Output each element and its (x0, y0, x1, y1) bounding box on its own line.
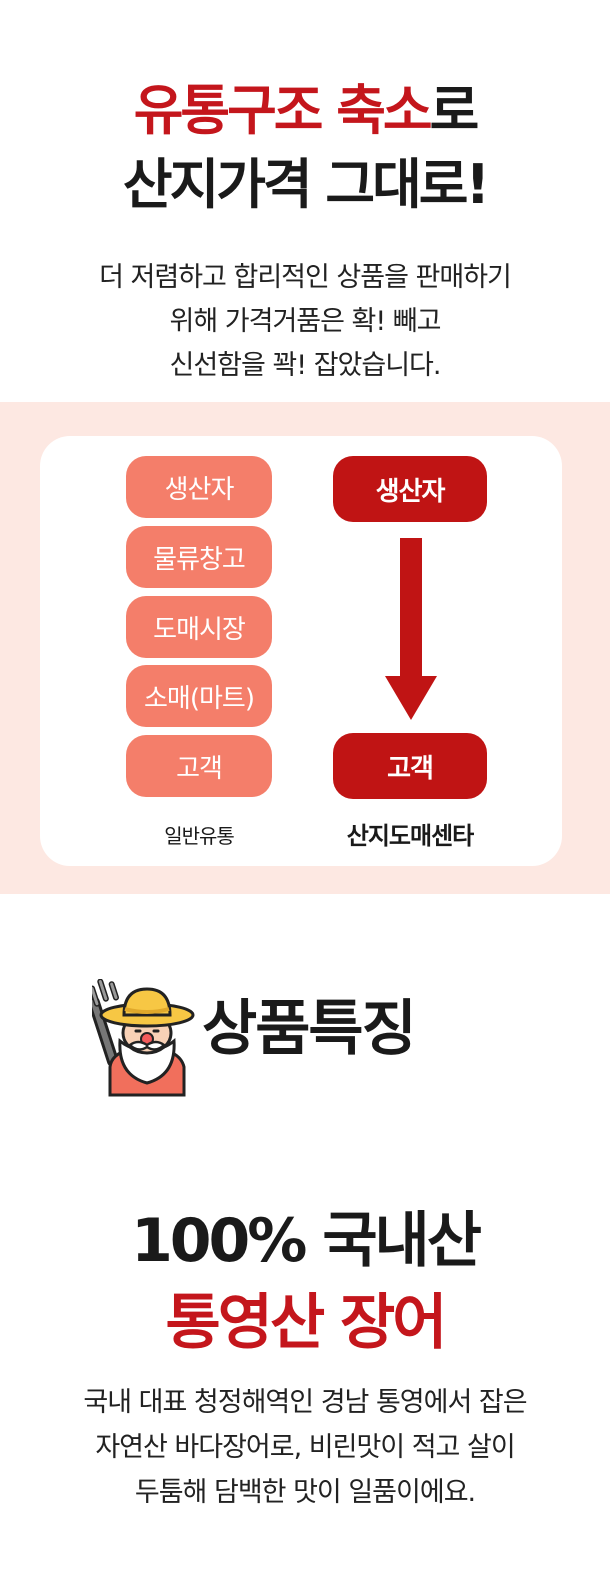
headline-red-text: 유통구조 축소 (133, 79, 433, 142)
intro-line: 더 저렴하고 합리적인 상품을 판매하기 (99, 262, 512, 293)
product-headline-2: 통영산 장어 (165, 1288, 448, 1358)
headline-line-1: 유통구조 축소로 (0, 78, 610, 144)
product-description: 국내 대표 청정해역인 경남 통영에서 잡은 자연산 바다장어로, 비린맛이 적… (0, 1380, 610, 1515)
feature-header: 상품특징 (90, 975, 530, 1105)
general-step-producer: 생산자 (126, 456, 272, 518)
product-desc-line: 국내 대표 청정해역인 경남 통영에서 잡은 (83, 1387, 527, 1418)
headline-black-text: 로 (429, 79, 480, 142)
headline-line-2: 산지가격 그대로! (122, 153, 490, 216)
direct-step-producer: 생산자 (333, 456, 487, 522)
intro-description: 더 저렴하고 합리적인 상품을 판매하기 위해 가격거품은 확! 빼고 신선함을… (0, 256, 610, 388)
farmer-mascot-icon (92, 979, 195, 1097)
direct-flow-label: 산지도매센타 (346, 822, 474, 850)
intro-line: 신선함을 꽉! 잡았습니다. (169, 350, 442, 381)
general-step-warehouse: 물류창고 (126, 526, 272, 588)
product-headline-1: 100% 국내산 (131, 1206, 482, 1276)
down-arrow-shaft (400, 538, 422, 678)
general-flow-label: 일반유통 (164, 824, 235, 848)
direct-step-customer: 고객 (333, 733, 487, 799)
general-step-wholesale: 도매시장 (126, 596, 272, 658)
intro-line: 위해 가격거품은 확! 빼고 (169, 306, 442, 337)
down-arrow-icon (385, 676, 437, 720)
general-step-retail: 소매(마트) (126, 665, 272, 727)
general-step-customer: 고객 (126, 735, 272, 797)
feature-title: 상품특징 (202, 994, 417, 1064)
product-desc-line: 자연산 바다장어로, 비린맛이 적고 살이 (95, 1432, 515, 1463)
product-desc-line: 두툼해 담백한 맛이 일품이에요. (134, 1477, 476, 1508)
